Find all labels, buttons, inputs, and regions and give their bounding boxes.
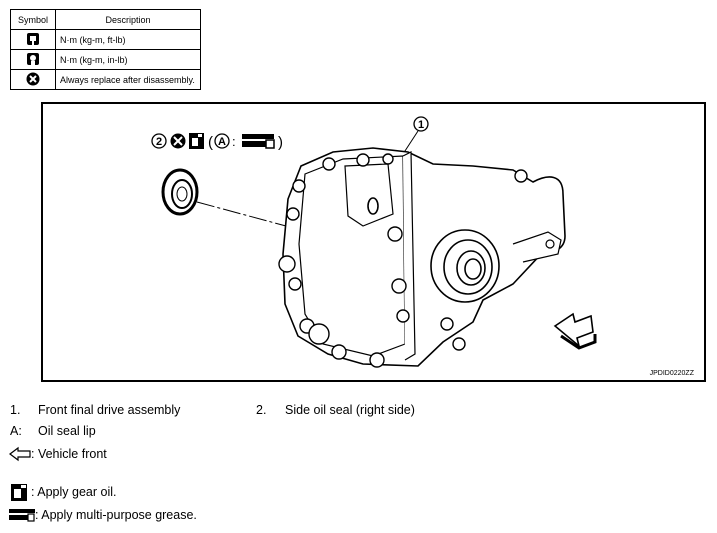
note-vehicle-front: : Vehicle front [9,446,107,462]
note-vehicle-front-text: : Vehicle front [31,447,107,461]
vehicle-front-icon [9,446,31,462]
side-oil-seal [161,168,199,216]
torque-wrench-icon [27,32,39,45]
note-grease-text: : Apply multi-purpose grease. [35,508,197,522]
symbol-legend-table: Symbol Description N·m (kg-m, ft-lb) N·m… [10,9,201,90]
legend-header-row: Symbol Description [10,9,201,30]
diagram-figure: 2 ( A : ) 1 [41,102,706,382]
svg-text:A: A [218,136,226,148]
caption-a-text: Oil seal lip [38,424,96,438]
legend-row-text: N·m (kg-m, in-lb) [55,49,201,70]
caption-item1-text: Front final drive assembly [38,403,181,417]
legend-header-description: Description [55,9,201,30]
legend-row: N·m (kg-m, ft-lb) [10,29,201,50]
replace-x-icon [170,133,186,149]
callout-a: A [214,133,230,149]
note-gear-oil: : Apply gear oil. [9,482,116,502]
vehicle-front-arrow-icon [553,312,597,350]
svg-text:2: 2 [156,136,162,148]
legend-row-text: Always replace after disassembly. [55,69,201,90]
caption-item1-number: 1. [10,403,21,417]
callout-2: 2 [151,133,167,149]
legend-row: N·m (kg-m, in-lb) [10,49,201,70]
note-gear-oil-text: : Apply gear oil. [31,485,117,499]
callout-colon: : [232,134,236,149]
caption-item2-number: 2. [256,403,267,417]
callout-1: 1 [413,116,429,132]
housing-bolts [278,153,528,368]
svg-text:1: 1 [418,119,424,131]
final-drive-drawing: 2 ( A : ) 1 [151,116,597,368]
note-grease: : Apply multi-purpose grease. [9,507,197,523]
legend-header-symbol: Symbol [10,9,56,30]
gear-oil-icon [11,484,27,501]
caption-item2-text: Side oil seal (right side) [285,403,415,417]
gear-oil-icon [189,133,204,149]
grease-icon [9,509,35,522]
replace-x-icon [26,72,40,85]
seal-leader-line [196,201,287,227]
figure-id: JPDID0220ZZ [649,370,694,377]
paren-open: ( [208,134,213,151]
torque-wrench-small-icon [27,52,39,65]
legend-row: Always replace after disassembly. [10,69,201,90]
callout-1-leader [402,130,419,155]
caption-a-label: A: [10,424,22,438]
paren-close: ) [278,134,283,151]
grease-icon [242,134,275,149]
legend-row-text: N·m (kg-m, ft-lb) [55,29,201,50]
